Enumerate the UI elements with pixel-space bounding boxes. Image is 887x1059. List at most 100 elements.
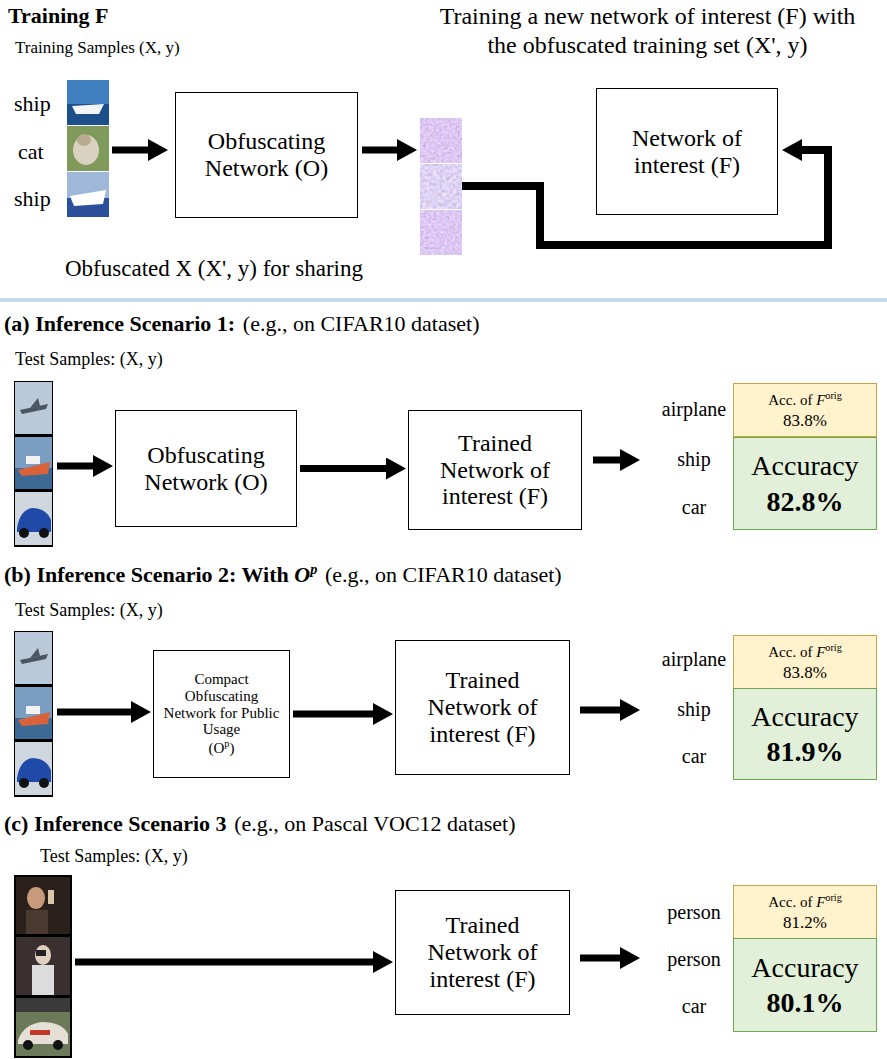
- label-group: car: [654, 744, 734, 768]
- label-text: airplane: [662, 648, 726, 670]
- label-text: (e.g., on CIFAR10 dataset): [325, 562, 562, 587]
- label-group: (c) Inference Scenario 3 (e.g., on Pascal…: [4, 811, 516, 837]
- node-text: Accuracy: [751, 952, 858, 983]
- node-text: F: [816, 392, 825, 408]
- node-text: Obfuscating Network (O): [126, 442, 286, 496]
- node-text-group: Trained Network of interest (F): [412, 912, 553, 993]
- node-text-group: Network of interest (F): [607, 125, 767, 179]
- node-text-group: Obfuscating Network (O): [186, 128, 347, 182]
- node-text-group: Trained Network of interest (F): [412, 667, 553, 748]
- label-text: ship: [677, 448, 710, 470]
- node-text: Compact Obfuscating Network for Public U…: [162, 671, 281, 738]
- label-group: person: [654, 947, 734, 971]
- label-group: Test Samples: (X, y): [15, 349, 163, 371]
- flow-connector: [300, 465, 394, 472]
- network-box: Trained Network of interest (F): [395, 640, 570, 775]
- network-box: Obfuscating Network (O): [115, 410, 297, 527]
- label-text: Training a new network of interest (F) w…: [440, 3, 856, 58]
- label-text: ship: [677, 698, 710, 720]
- label-text: ship: [14, 91, 51, 116]
- label-group: ship: [14, 91, 51, 117]
- label-text: car: [682, 745, 706, 767]
- network-box: Trained Network of interest (F): [408, 410, 582, 530]
- baseline-accuracy-box: Acc. ofForig83.8%: [733, 635, 877, 689]
- label-text: Training F: [8, 3, 108, 28]
- label-text: car: [682, 496, 706, 518]
- flow-connector: [293, 711, 381, 718]
- label-text: (c) Inference Scenario 3: [4, 811, 227, 836]
- label-group: car: [654, 495, 734, 519]
- label-group: (b) Inference Scenario 2: WithOp (e.g., o…: [4, 561, 562, 589]
- label-group: ship: [654, 697, 734, 721]
- node-text: (O: [209, 740, 225, 756]
- node-text: F: [816, 894, 825, 910]
- node-text-group: Accuracy 80.1%: [751, 952, 858, 1019]
- node-text-group: Acc. ofForig83.8%: [768, 642, 842, 682]
- node-text-group: Accuracy 82.8%: [751, 450, 858, 517]
- node-text: Acc. of: [768, 894, 812, 910]
- label-text: Training Samples (X, y): [15, 38, 180, 57]
- flow-arrow: [57, 150, 828, 962]
- label-group: person: [654, 900, 734, 924]
- label-group: Obfuscated X (X', y) for sharing: [65, 255, 363, 283]
- node-text: 82.8%: [751, 486, 858, 517]
- network-box: Network of interest (F): [596, 88, 778, 215]
- network-box: Trained Network of interest (F): [395, 890, 570, 1015]
- label-group: car: [654, 994, 734, 1018]
- label-text: cat: [18, 139, 44, 164]
- label-text: Test Samples: (X, y): [15, 349, 163, 369]
- node-text: Trained Network of interest (F): [412, 667, 553, 748]
- node-text-group: Acc. ofForig 83.8%: [768, 390, 842, 430]
- obfuscated-thumbnails: [420, 118, 462, 255]
- label-group: Training a new network of interest (F) w…: [425, 2, 870, 60]
- node-text: Trained Network of interest (F): [425, 430, 565, 511]
- accuracy-box: Accuracy 82.8%: [733, 437, 877, 530]
- node-text: Acc. of: [768, 392, 812, 408]
- label-text: car: [682, 995, 706, 1017]
- section-divider: [0, 298, 887, 302]
- label-group: cat: [18, 139, 44, 165]
- accuracy-box: Accuracy 80.1%: [733, 938, 877, 1032]
- label-text: person: [667, 901, 720, 923]
- node-text: ): [229, 740, 234, 756]
- label-group: ship: [654, 447, 734, 471]
- node-text: Trained Network of interest (F): [412, 912, 553, 993]
- label-text: airplane: [662, 398, 726, 420]
- label-group: Test Samples: (X, y): [40, 846, 188, 868]
- node-text: Obfuscating Network (O): [186, 128, 347, 182]
- node-text-group: Obfuscating Network (O): [126, 442, 286, 496]
- node-text: Accuracy: [751, 450, 858, 481]
- label-text: (a) Inference Scenario 1:: [4, 311, 235, 336]
- label-text: person: [667, 948, 720, 970]
- node-text: 81.9%: [751, 736, 858, 767]
- label-group: Training F: [8, 3, 108, 29]
- label-text: (e.g., on CIFAR10 dataset): [243, 311, 480, 336]
- label-text: (b) Inference Scenario 2: With: [4, 562, 289, 587]
- node-text: Accuracy: [751, 701, 858, 732]
- node-text: Network of interest (F): [607, 125, 767, 179]
- label-group: ship: [14, 186, 51, 212]
- label-text: (e.g., on Pascal VOC12 dataset): [234, 811, 515, 836]
- accuracy-box: Accuracy 81.9%: [733, 688, 877, 780]
- label-group: Training Samples (X, y): [15, 38, 180, 58]
- node-text: 83.8%: [768, 411, 842, 430]
- node-text: F: [816, 644, 825, 660]
- node-text-group: Acc. ofForig81.2%: [768, 892, 842, 932]
- baseline-accuracy-box: Acc. ofForig81.2%: [733, 885, 877, 939]
- label-group: Test Samples: (X, y): [15, 600, 163, 622]
- label-text: p: [310, 561, 317, 577]
- label-group: airplane: [654, 647, 734, 671]
- node-text: orig: [825, 390, 841, 401]
- node-text: 80.1%: [751, 987, 858, 1018]
- node-text: 83.8%: [768, 663, 842, 682]
- node-text-group: Accuracy 81.9%: [751, 701, 858, 768]
- training-thumbnails: [67, 80, 109, 217]
- node-text: Acc. of: [768, 644, 812, 660]
- baseline-accuracy-box: Acc. ofForig 83.8%: [733, 383, 877, 437]
- label-text: O: [294, 562, 310, 587]
- test-images: [14, 875, 72, 1058]
- label-text: Test Samples: (X, y): [15, 600, 163, 620]
- label-text: Obfuscated X (X', y) for sharing: [65, 256, 363, 281]
- label-group: airplane: [654, 397, 734, 421]
